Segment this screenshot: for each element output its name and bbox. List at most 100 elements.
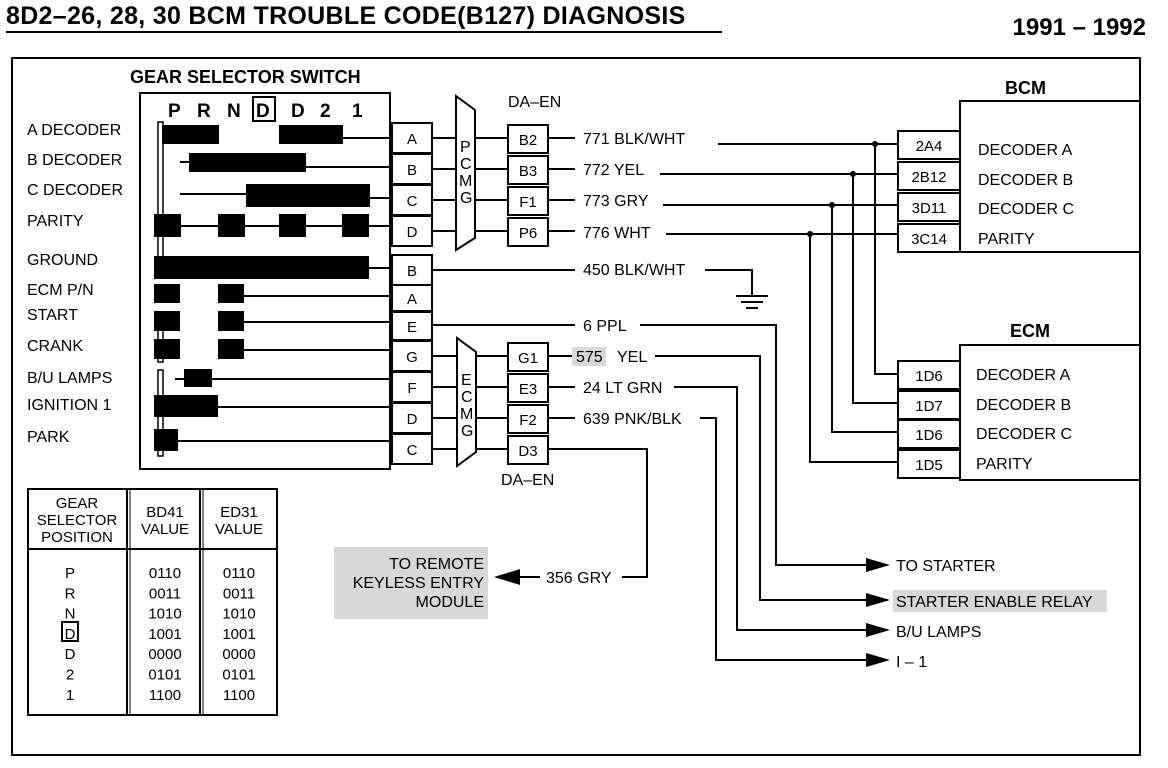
bcm-signal-label: DECODER A — [978, 142, 1073, 159]
ecm-pin-label: D3 — [518, 443, 537, 460]
wire-450-b — [705, 269, 753, 295]
bcm-pin-2b12 — [897, 161, 961, 191]
junction-dot — [829, 202, 835, 208]
row-label-crank: CRANK — [27, 338, 83, 355]
switch-pin-label: G — [406, 349, 418, 366]
dest-relay-highlight — [893, 590, 1107, 612]
ecm-module — [897, 344, 1140, 481]
table-header-line: SELECTOR — [37, 512, 118, 529]
table-cell-ed31: 1100 — [223, 687, 255, 704]
bcm-pin-3c14 — [897, 223, 961, 253]
switch-pin-label: C — [407, 442, 418, 459]
wire-label-6: 6 PPL — [583, 318, 627, 335]
bcm-pin-label: 3D11 — [912, 200, 947, 217]
ecm-pin-labels-right: 1D6 1D7 1D6 1D5 DECODER A DECODER B DECO… — [915, 367, 1072, 474]
table-selected-gear-box — [61, 621, 79, 642]
row-label-b-decoder: B DECODER — [27, 152, 122, 169]
pcm-pin-label: B2 — [519, 132, 537, 149]
ecm-module-pin-label: 1D6 — [915, 368, 943, 385]
wire-label-771: 771 BLK/WHT — [583, 131, 685, 148]
bcm-pin-3d11 — [897, 192, 961, 222]
wire-639-b — [700, 417, 870, 661]
table-cell-bd41: 1010 — [148, 606, 181, 623]
dest-bu-lamps: B/U LAMPS — [896, 624, 981, 641]
pcm-label-letter: P — [460, 139, 471, 156]
dest-ignition: I – 1 — [896, 654, 927, 671]
bar-b — [189, 153, 306, 172]
table-cell-gear: P — [65, 565, 75, 582]
bcm-pin-labels: 2A4 2B12 3D11 3C14 DECODER A DECODER B D… — [911, 138, 1074, 248]
gear-pos-2: 2 — [320, 101, 331, 122]
bar-start2 — [218, 311, 244, 331]
table-header-line: GEAR — [56, 495, 99, 512]
gear-pos-d-boxed: D — [256, 101, 270, 122]
arrow-to-starter — [866, 558, 890, 572]
row-label-park: PARK — [27, 429, 70, 446]
pcm-label-letter: C — [460, 156, 472, 173]
arrowheads — [494, 558, 890, 667]
arrow-to-relay — [866, 593, 890, 607]
ecm-signal-label: PARITY — [976, 456, 1033, 473]
bar-pn2 — [218, 284, 244, 303]
row-label-ignition-1: IGNITION 1 — [27, 397, 112, 414]
junction-dot — [850, 171, 856, 177]
table-cell-gear: D — [65, 646, 76, 663]
ecm-pin-labels: G1 E3 F2 D3 — [518, 350, 538, 460]
gear-pos-n: N — [227, 101, 241, 122]
table-header-line: ED31 — [220, 504, 258, 521]
table-cell-gear: 1 — [66, 687, 74, 704]
switch-pin-label: E — [407, 319, 417, 336]
bar-crank1 — [154, 339, 180, 359]
wire-label-575-color: YEL — [617, 349, 647, 366]
switch-pins — [391, 122, 433, 465]
row-label-parity: PARITY — [27, 213, 84, 230]
gear-switch-box — [139, 92, 391, 470]
gear-row-labels: A DECODER B DECODER C DECODER PARITY GRO… — [27, 122, 123, 446]
row-label-a-decoder: A DECODER — [27, 122, 121, 139]
destinations: TO STARTER STARTER ENABLE RELAY B/U LAMP… — [334, 547, 1107, 671]
title-underline — [6, 31, 722, 33]
bar-start1 — [154, 311, 180, 331]
gear-pos-1: 1 — [352, 101, 363, 122]
junction-dot — [807, 231, 813, 237]
arrow-to-ignition — [866, 653, 890, 667]
wire-356-a — [548, 448, 648, 578]
ecm-label: E C M G — [460, 372, 473, 440]
wire-label-24: 24 LT GRN — [583, 380, 662, 397]
bcm-signal-label: PARITY — [978, 231, 1035, 248]
ecm-connector-name: DA–EN — [501, 472, 554, 489]
table-cell-ed31: 0011 — [223, 585, 255, 602]
bcm-pin-label: 2B12 — [911, 169, 946, 186]
wires — [432, 137, 898, 661]
bcm-title: BCM — [1005, 78, 1046, 98]
pcm-label-letter: G — [460, 190, 472, 207]
dest-to-starter: TO STARTER — [896, 558, 996, 575]
pcm-pin-p6 — [507, 217, 549, 247]
table-cell-ed31: 1001 — [222, 626, 255, 643]
page-title: 8D2–26, 28, 30 BCM TROUBLE CODE(B127) DI… — [6, 2, 722, 33]
pcm-pin-labels: B2 B3 F1 P6 — [519, 132, 537, 242]
arrow-to-bu-lamps — [866, 623, 890, 637]
bcm-signal-label: DECODER B — [978, 172, 1073, 189]
wire-label-575-num: 575 — [576, 349, 603, 366]
table-cell-bd41: 1001 — [148, 626, 181, 643]
junction-dot — [872, 141, 878, 147]
ecm-pin-label: F2 — [519, 412, 537, 429]
row-label-start: START — [27, 307, 78, 324]
table-frame — [27, 488, 278, 716]
switch-pin-labels: A B C D B A E G F D C — [406, 131, 418, 459]
bar-pn1 — [154, 284, 180, 303]
gear-pos-d: D — [291, 101, 305, 122]
bcm-pin-label: 3C14 — [911, 231, 947, 248]
table-cell-bd41: 0011 — [149, 585, 181, 602]
pcm-connector-shape — [455, 94, 476, 252]
switch-pin-label: B — [407, 162, 417, 179]
arrow-to-remote — [494, 569, 520, 585]
switch-pin-d-ecm — [391, 402, 433, 434]
remote-line-2: KEYLESS ENTRY — [353, 575, 485, 592]
pcm-pin-b2 — [507, 124, 549, 154]
table-cell-ed31: 0101 — [222, 667, 255, 684]
table-header-line: VALUE — [141, 521, 189, 538]
